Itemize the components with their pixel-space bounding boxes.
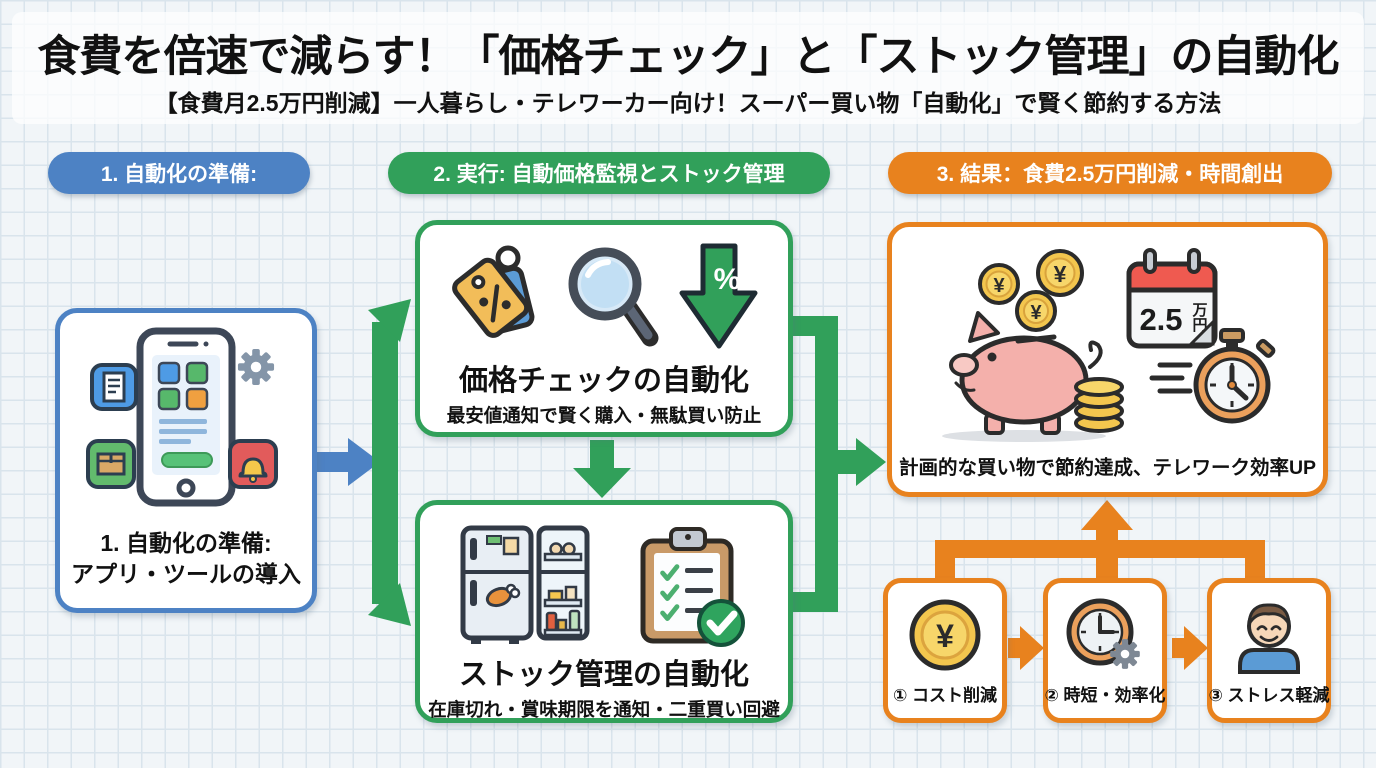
discount-down-arrow-icon: %	[679, 243, 758, 349]
price-check-box: % 価格チェックの自動化 最安値通知で賢く購入・無駄買い防止	[415, 220, 793, 437]
result-caption: 計画的な買い物で節約達成、テレワーク効率UP	[898, 457, 1317, 479]
clock-gear-icon	[1066, 598, 1140, 669]
happy-person-icon	[1238, 603, 1300, 674]
step3-label: 3. 結果：食費2.5万円削減・時間創出	[936, 163, 1284, 186]
piggy-bank-icon: ¥	[942, 290, 1106, 442]
bell-badge-icon	[228, 439, 278, 489]
connector-exec-fork	[368, 299, 411, 626]
outcome-label-stress: ③ ストレス軽減	[1208, 686, 1330, 705]
arrow-outcome-2-3	[1172, 626, 1208, 670]
step3-pill: 3. 結果：食費2.5万円削減・時間創出	[888, 152, 1332, 194]
page-subtitle: 【食費月2.5万円削減】一人暮らし・テレワーカー向け！スーパー買い物「自動化」で…	[154, 90, 1222, 116]
connector-outcomes-to-result	[935, 500, 1265, 578]
svg-text:¥: ¥	[936, 618, 954, 654]
gear-icon	[1110, 639, 1140, 669]
prep-box: 1. 自動化の準備: アプリ・ツールの導入	[55, 308, 317, 613]
prep-caption: 1. 自動化の準備: アプリ・ツールの導入	[60, 528, 312, 590]
yen-glyph: ¥	[1030, 302, 1042, 324]
arrow-outcome-1-2	[1008, 626, 1044, 670]
arrow-prep-to-exec	[312, 438, 380, 486]
outcome-box-time: ② 時短・効率化	[1043, 578, 1167, 723]
yen-coin-icon: ¥	[909, 599, 981, 671]
smartphone-apps-icon	[86, 327, 278, 507]
package-badge-icon	[86, 439, 136, 489]
price-box-subtitle: 最安値通知で賢く購入・無駄買い防止	[446, 405, 762, 426]
receipt-badge-icon	[90, 363, 138, 411]
outcome-label-cost: ① コスト削減	[892, 686, 998, 705]
step2-pill: 2. 実行: 自動価格監視とストック管理	[388, 152, 830, 194]
prep-caption-line1: 1. 自動化の準備:	[100, 529, 272, 556]
price-box-title: 価格チェックの自動化	[458, 365, 749, 397]
svg-text:¥: ¥	[993, 275, 1005, 297]
calendar-amount: 2.5	[1139, 302, 1182, 337]
calendar-25man-icon: 2.5 万円	[1126, 248, 1218, 349]
magnifier-icon	[568, 247, 659, 347]
outcome-label-time: ② 時短・効率化	[1044, 686, 1166, 705]
stock-box-title: ストック管理の自動化	[458, 659, 749, 691]
step1-label: 1. 自動化の準備:	[100, 163, 258, 186]
outcome-box-cost: ¥ ① コスト削減	[883, 578, 1007, 723]
svg-text:¥: ¥	[1054, 261, 1067, 287]
price-tags-icon	[452, 245, 535, 338]
result-box: ¥ ¥ ¥	[887, 222, 1328, 497]
percent-glyph: %	[714, 263, 741, 296]
prep-caption-line2: アプリ・ツールの導入	[71, 560, 301, 587]
savings-result-illustration: ¥ ¥ ¥	[942, 248, 1276, 442]
title-background-band	[12, 12, 1364, 124]
step1-pill: 1. 自動化の準備:	[48, 152, 310, 194]
stock-box-subtitle: 在庫切れ・賞味期限を通知・二重買い回避	[428, 699, 780, 720]
fridge-icon	[460, 525, 589, 644]
arrow-price-to-stock	[573, 440, 631, 498]
checklist-clipboard-icon	[640, 527, 745, 647]
gear-icon	[237, 348, 275, 386]
calendar-unit: 万円	[1191, 302, 1209, 333]
step2-label: 2. 実行: 自動価格監視とストック管理	[433, 163, 785, 186]
stock-box: ストック管理の自動化 在庫切れ・賞味期限を通知・二重買い回避	[415, 500, 793, 723]
outcome-box-stress: ③ ストレス軽減	[1207, 578, 1331, 723]
connector-exec-to-result	[793, 316, 886, 612]
speed-lines	[1149, 362, 1193, 394]
stopwatch-icon	[1193, 328, 1276, 424]
falling-yen-coins-icon: ¥ ¥	[978, 249, 1084, 305]
page-title: 食費を倍速で減らす！「価格チェック」と「ストック管理」の自動化	[37, 33, 1339, 81]
coin-stack-icon	[1074, 377, 1124, 433]
